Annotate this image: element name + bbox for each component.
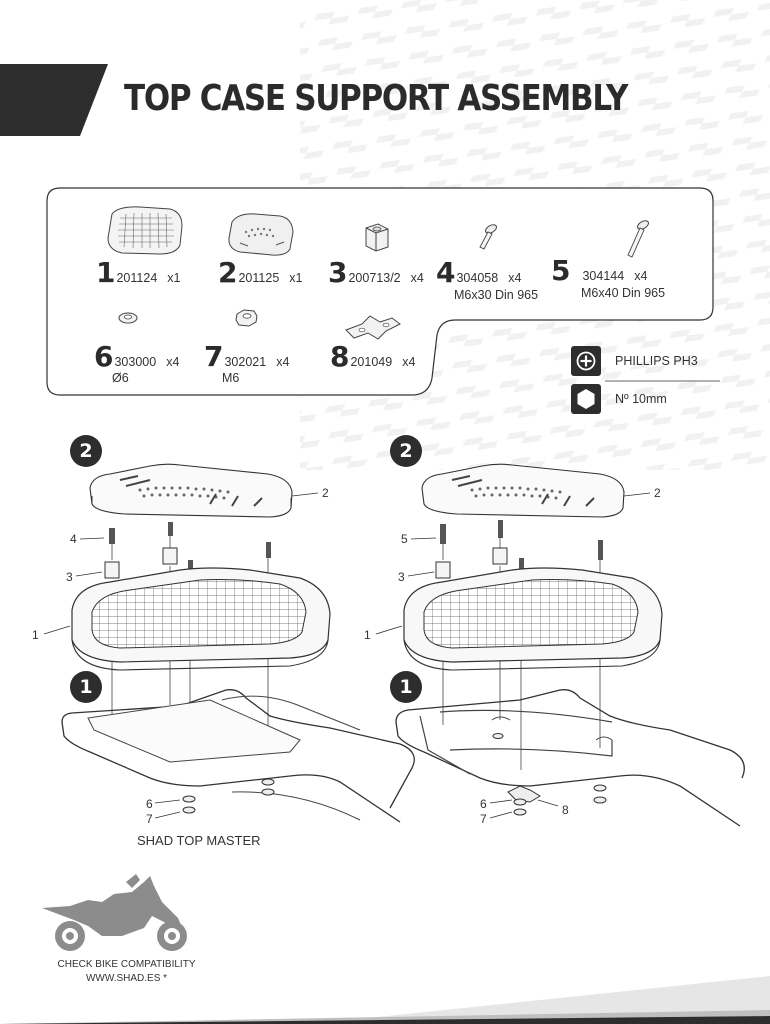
part-quantity: x4 <box>166 355 180 369</box>
part-spec: M6 <box>222 371 240 385</box>
callout-left-3: 3 <box>66 570 73 584</box>
short-screw-icon <box>479 224 497 250</box>
part-number: 8 <box>330 340 350 373</box>
compatibility-line: CHECK BIKE COMPATIBILITY <box>57 959 196 970</box>
right-assembly <box>375 463 745 827</box>
part-quantity: x1 <box>289 271 303 285</box>
tool-label: PHILLIPS PH3 <box>615 354 698 368</box>
part-spec: Ø6 <box>112 371 129 385</box>
part-code: 304144 <box>582 269 625 283</box>
part-item-6: 6303000 x4 Ø6 <box>94 340 180 385</box>
part-code: 302021 <box>224 355 267 369</box>
part-number: 3 <box>328 256 348 289</box>
callout-right-2: 2 <box>654 486 661 500</box>
callout-right-1: 1 <box>364 628 371 642</box>
part-item-2: 2201125 x1 <box>218 256 302 289</box>
part-number: 1 <box>96 256 116 289</box>
step-badge-right-bottom: 1 <box>390 671 422 703</box>
spacer-block-icon <box>365 223 389 252</box>
bottom-stripe <box>0 976 770 1024</box>
part-item-7: 7302021 x4 M6 <box>204 340 290 385</box>
part-code: 200713/2 <box>348 271 401 285</box>
part-number: 6 <box>94 340 114 373</box>
parts-list-frame <box>46 187 714 396</box>
part-code: 201124 <box>116 271 158 285</box>
callout-right-8: 8 <box>562 803 569 817</box>
part-quantity: x4 <box>402 355 416 369</box>
part-code: 201049 <box>350 355 393 369</box>
callout-left-2: 2 <box>322 486 329 500</box>
part-number: 5 <box>551 254 571 287</box>
step-badge-left-bottom: 1 <box>70 671 102 703</box>
step-badge-right-top: 2 <box>390 435 422 467</box>
part-item-8: 8201049 x4 <box>330 340 415 373</box>
parts-icons <box>107 206 649 340</box>
compatibility-note: CHECK BIKE COMPATIBILITY WWW.SHAD.ES * <box>44 958 209 986</box>
tool-label: Nº 10mm <box>615 392 667 406</box>
clamp-plate-icon <box>345 315 401 340</box>
part-quantity: x4 <box>276 355 290 369</box>
part-item-4: 4304058 x4 M6x30 Din 965 <box>436 256 538 302</box>
part-number: 4 <box>436 256 456 289</box>
step-badge-left-top: 2 <box>70 435 102 467</box>
callout-left-4: 4 <box>70 532 77 546</box>
callout-left-7: 7 <box>146 812 153 826</box>
tool-divider <box>605 380 720 382</box>
callout-right-7: 7 <box>480 812 487 826</box>
callout-left-1: 1 <box>32 628 39 642</box>
part-spec: M6x30 Din 965 <box>454 288 539 302</box>
part-code: 304058 <box>456 271 499 285</box>
hex-wrench-icon <box>571 384 601 414</box>
callout-right-5: 5 <box>401 532 408 546</box>
top-plate-icon <box>107 206 183 255</box>
part-quantity: x4 <box>410 271 424 285</box>
page-title: TOP CASE SUPPORT ASSEMBLY <box>124 78 628 119</box>
part-number: 2 <box>218 256 238 289</box>
part-quantity: x4 <box>508 271 522 285</box>
part-item-3: 3200713/2 x4 <box>328 256 424 289</box>
part-number: 7 <box>204 340 224 373</box>
washer-icon <box>118 312 138 324</box>
part-code: 201125 <box>238 271 280 285</box>
part-quantity: x1 <box>167 271 181 285</box>
left-assembly <box>43 463 415 823</box>
model-label: SHAD TOP MASTER <box>137 833 261 848</box>
part-quantity: x4 <box>634 269 648 283</box>
part-item-1: 1201124 x1 <box>96 256 180 289</box>
part-code: 303000 <box>114 355 157 369</box>
title-band <box>0 64 108 136</box>
nut-icon <box>235 309 258 327</box>
callout-right-3: 3 <box>398 570 405 584</box>
phillips-icon <box>571 346 601 376</box>
long-screw-icon <box>627 220 649 258</box>
part-item-5: 5 304144 x4 M6x40 Din 965 <box>551 254 665 300</box>
cover-plate-icon <box>228 213 294 256</box>
website-text: WWW.SHAD.ES * <box>85 973 168 984</box>
part-spec: M6x40 Din 965 <box>581 286 666 300</box>
assembly-diagram <box>43 463 745 827</box>
callout-left-6: 6 <box>146 797 153 811</box>
callout-right-6: 6 <box>480 797 487 811</box>
motorcycle-icon <box>42 874 187 951</box>
